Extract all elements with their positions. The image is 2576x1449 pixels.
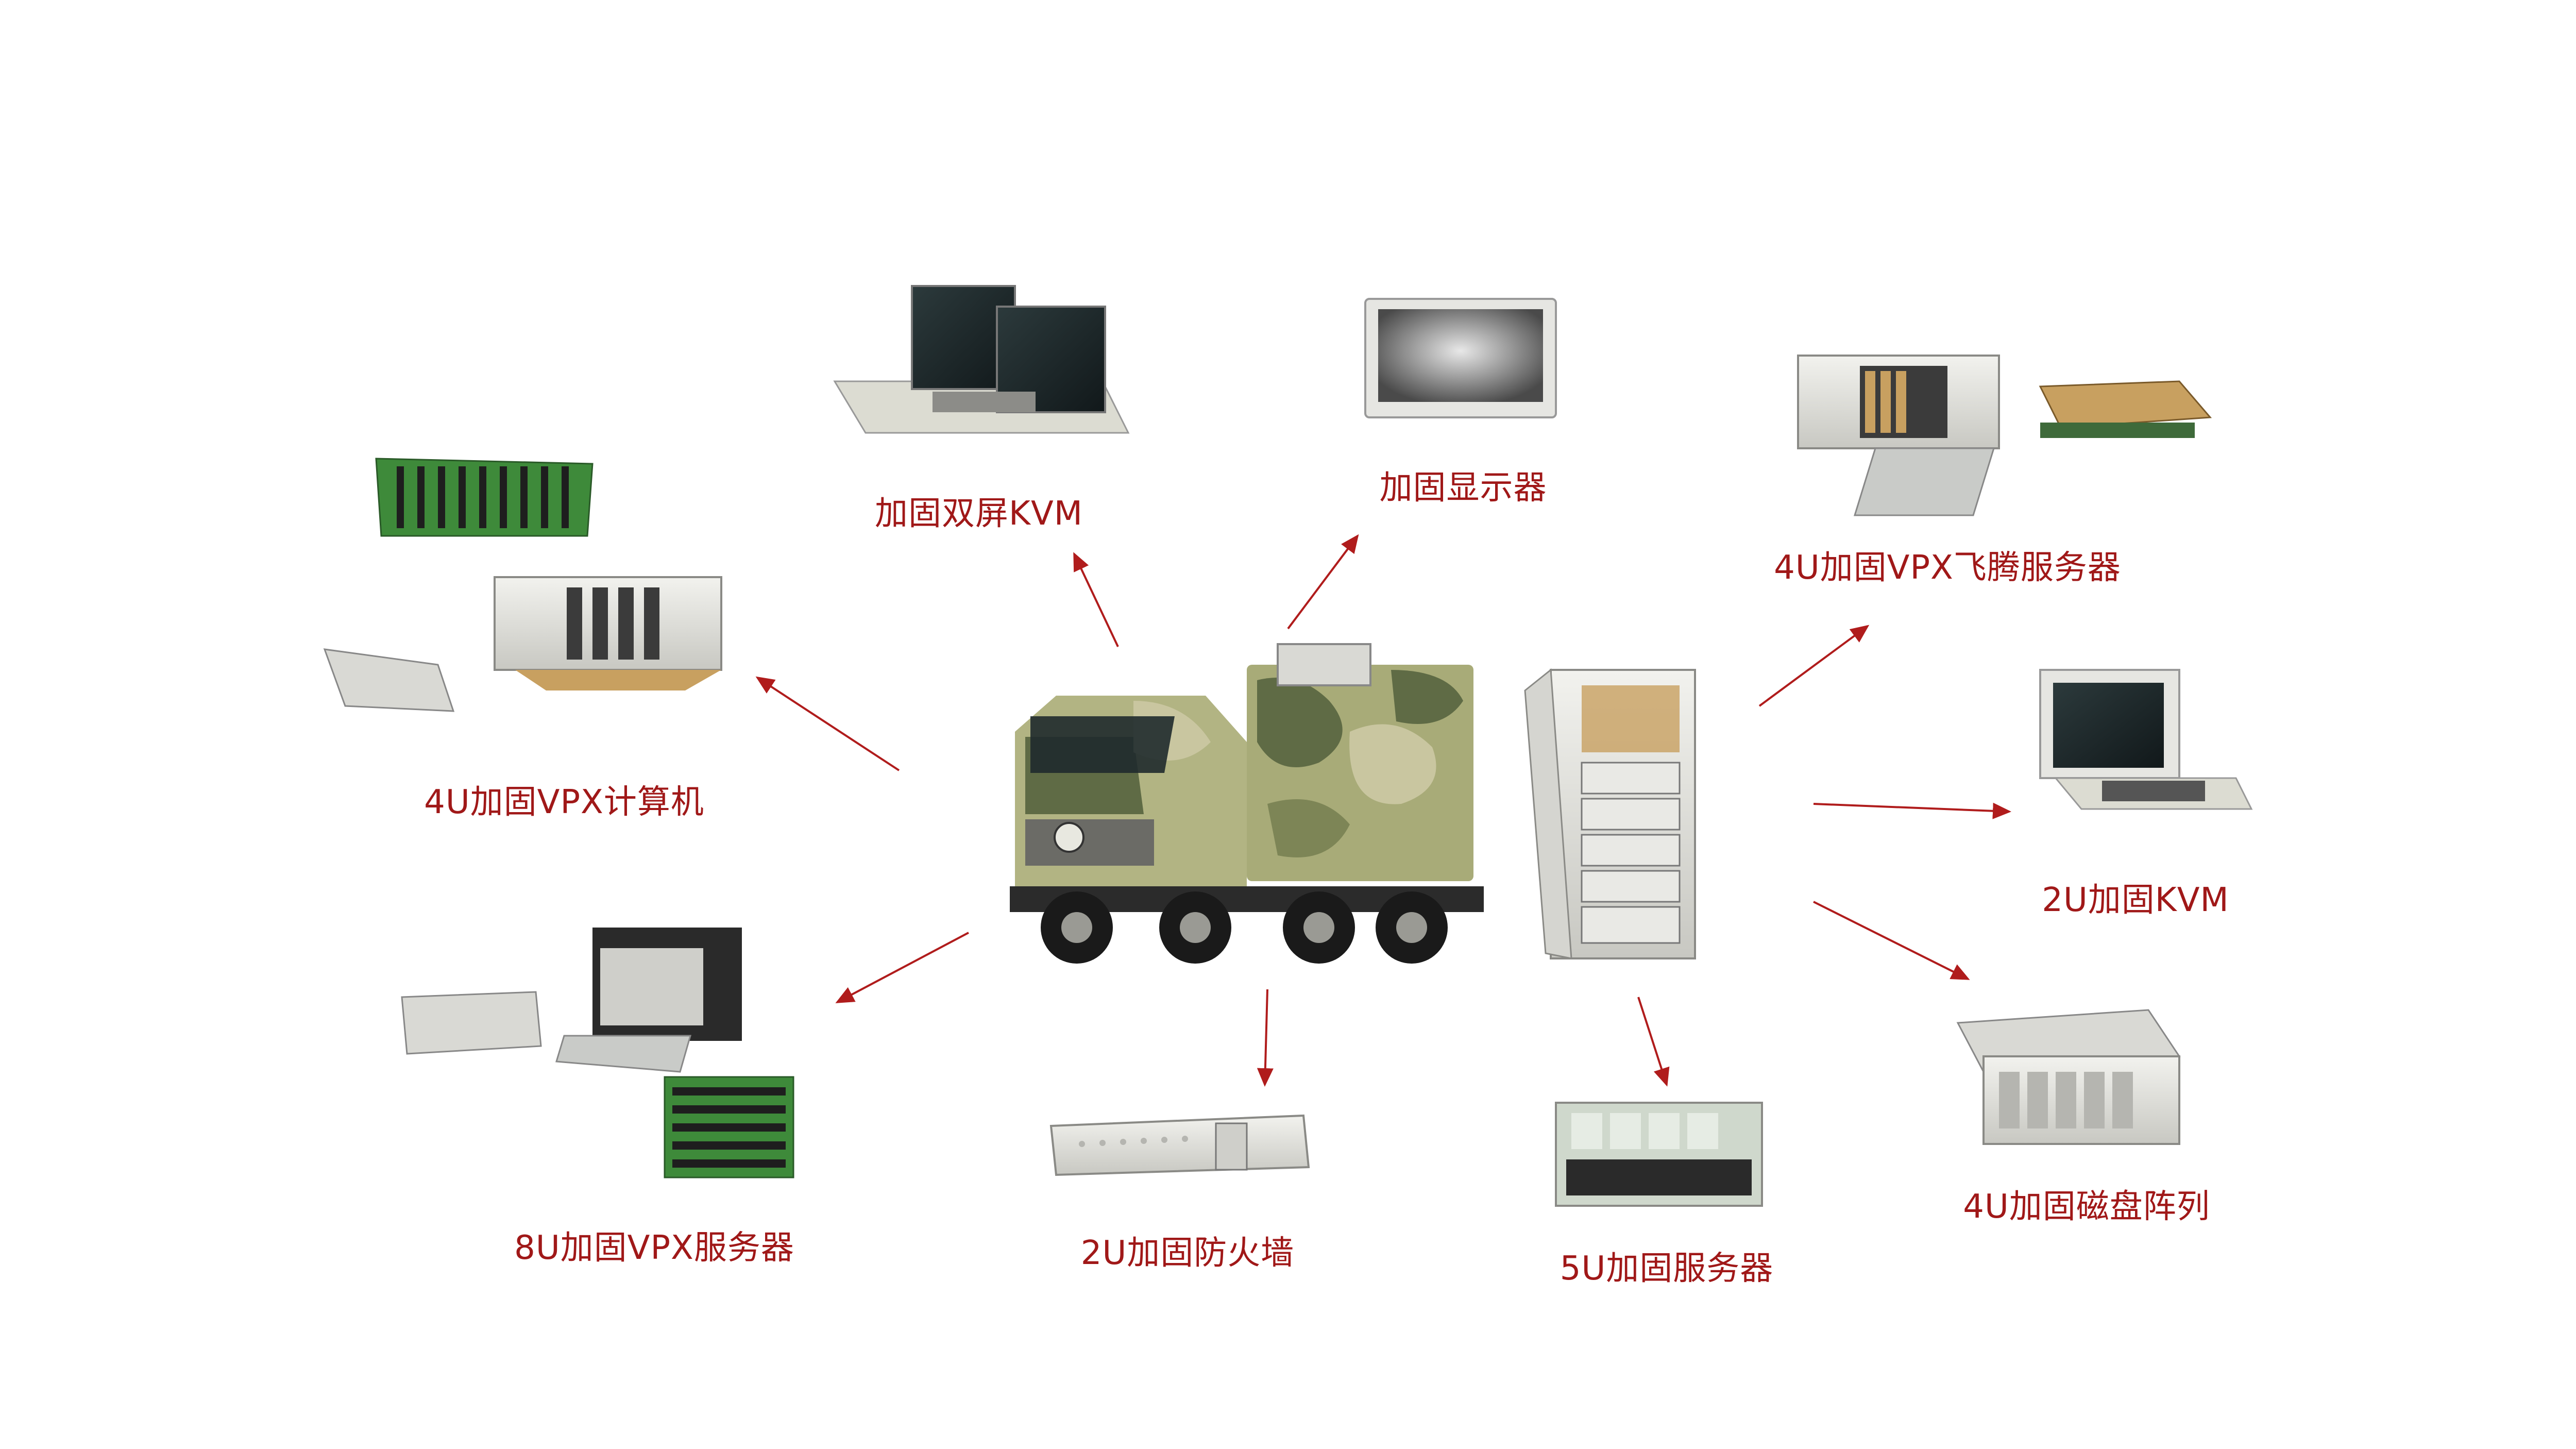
vpx-8u-server-icon — [401, 928, 794, 1178]
label-vpx-computer: 4U加固VPX计算机 — [424, 783, 704, 821]
arrow-to-kvm-2u — [1813, 802, 2011, 819]
arrow-to-kvm-dual — [1073, 552, 1119, 647]
camouflage-truck-icon — [1010, 643, 1484, 964]
label-firewall: 2U加固防火墙 — [1080, 1234, 1295, 1272]
kvm-icon — [2039, 669, 2253, 810]
label-vpx-8u: 8U加固VPX服务器 — [514, 1229, 794, 1267]
label-server-5u: 5U加固服务器 — [1560, 1250, 1774, 1288]
arrows — [755, 534, 2011, 1087]
equipment-cabinet-icon — [1524, 668, 1696, 959]
arrow-to-display — [1287, 534, 1359, 630]
label-disk-array: 4U加固磁盘阵列 — [1963, 1188, 2210, 1226]
arrow-to-firewall — [1257, 989, 1274, 1087]
firewall-icon — [1049, 1114, 1310, 1176]
server-5u-icon — [1555, 1102, 1763, 1207]
arrow-to-vpx-computer — [755, 676, 900, 771]
label-kvm-2u: 2U加固KVM — [2042, 881, 2229, 919]
arrow-to-vpx-feiteng — [1758, 625, 1870, 707]
vpx-server-icon — [1797, 355, 2212, 516]
arrow-to-disk-array — [1813, 901, 1970, 980]
arrow-to-vpx-8u — [835, 932, 969, 1003]
label-display: 加固显示器 — [1379, 469, 1547, 507]
display-icon — [1364, 298, 1557, 418]
dual-screen-kvm-icon — [833, 285, 1130, 434]
arrow-to-server-5u — [1637, 997, 1670, 1087]
label-kvm-dual: 加固双屏KVM — [875, 495, 1083, 533]
vpx-computer-icon — [323, 458, 722, 712]
disk-array-icon — [1956, 1009, 2181, 1145]
label-vpx-feiteng: 4U加固VPX飞腾服务器 — [1774, 549, 2121, 587]
